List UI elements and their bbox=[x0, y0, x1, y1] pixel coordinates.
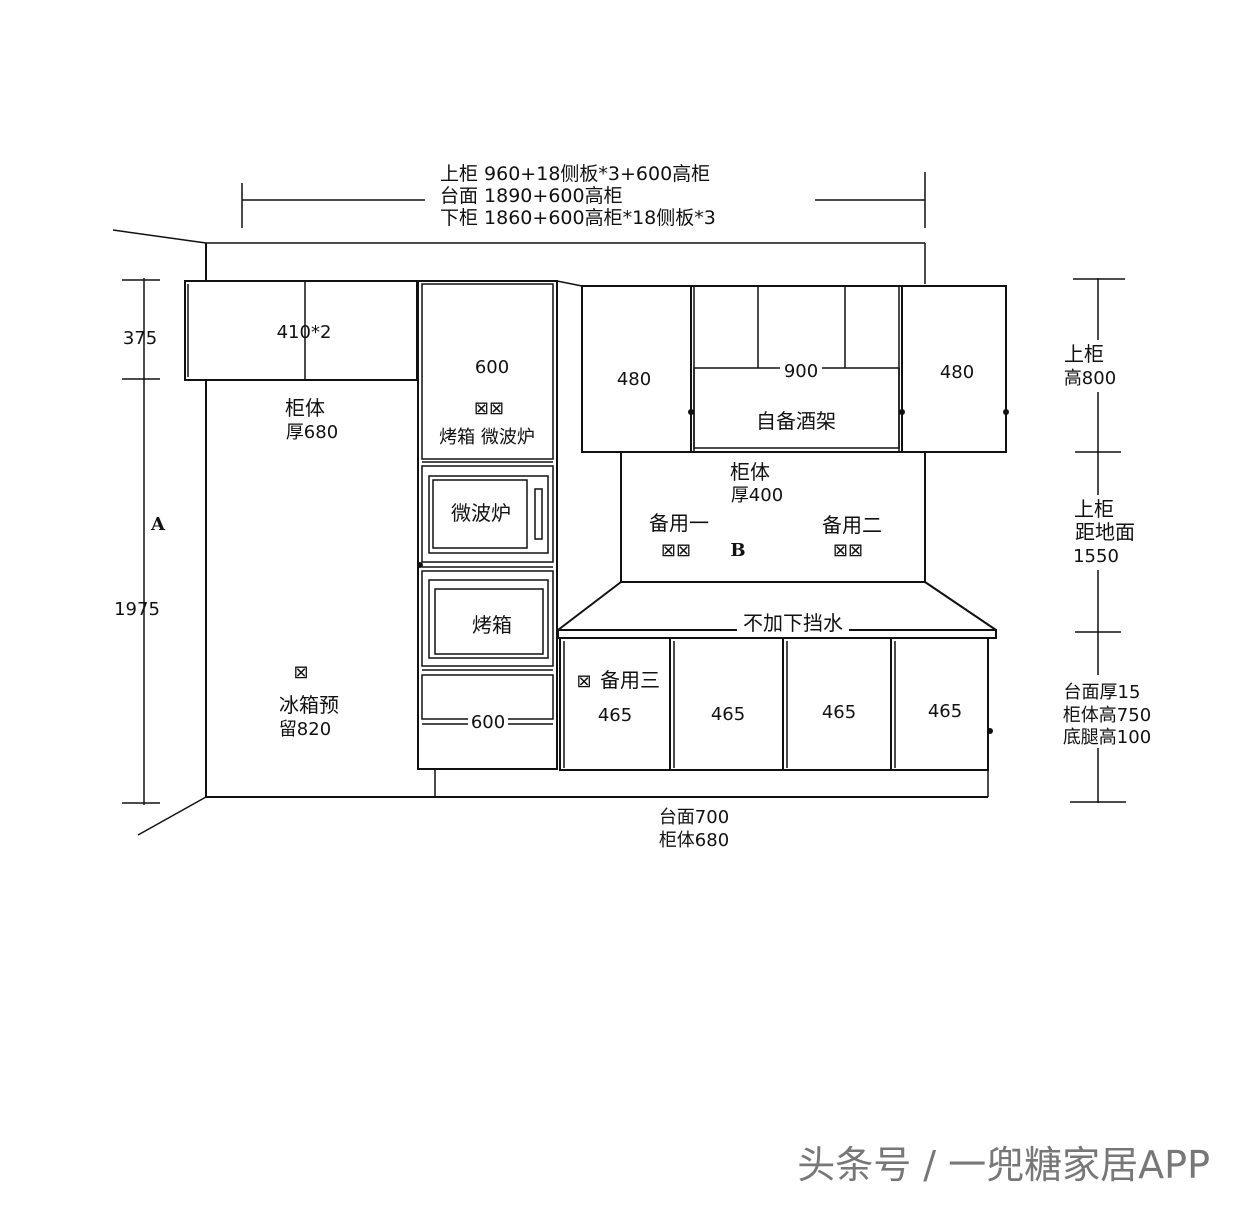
left-dimension-line bbox=[122, 278, 160, 805]
drawer-width: 600 bbox=[471, 712, 505, 733]
base-cabinet-width: 465 bbox=[822, 702, 856, 723]
backsplash-body-label: 柜体 bbox=[730, 460, 770, 484]
spare-socket-2-icons: ⊠⊠ bbox=[833, 540, 863, 561]
spare-socket-2-label: 备用二 bbox=[822, 513, 882, 537]
bottom-note-body-depth: 柜体680 bbox=[659, 830, 729, 851]
upper-cabinets-right bbox=[556, 280, 1009, 453]
dim-total-height: 1975 bbox=[114, 599, 160, 620]
base-cabinet-width: 465 bbox=[598, 705, 632, 726]
tall-socket-icons: ⊠⊠ bbox=[474, 398, 504, 419]
left-body-depth: 厚680 bbox=[286, 422, 338, 443]
spare-socket-3-label: 备用三 bbox=[600, 668, 660, 692]
right-height-value: 1550 bbox=[1073, 546, 1119, 567]
right-base-countertop: 台面厚15 bbox=[1064, 682, 1141, 703]
fridge-socket-icon: ⊠ bbox=[293, 662, 308, 683]
drawer-label-mask bbox=[468, 710, 508, 732]
spare-socket-1-icons: ⊠⊠ bbox=[661, 540, 691, 561]
base-cabinet-width: 465 bbox=[928, 701, 962, 722]
right-base-body: 柜体高750 bbox=[1063, 705, 1151, 726]
top-note-countertop: 台面 1890+600高柜 bbox=[440, 185, 623, 207]
upper-middle-label-mask bbox=[780, 360, 822, 380]
upper-left-width: 480 bbox=[617, 369, 651, 390]
right-height-label-1: 上柜 bbox=[1074, 497, 1114, 521]
right-upper-label: 上柜 bbox=[1064, 342, 1104, 366]
countertop-note: 不加下挡水 bbox=[743, 611, 843, 635]
fridge-reserve: 留820 bbox=[279, 719, 331, 740]
base-cabinets bbox=[559, 637, 993, 771]
right-base-legs: 底腿高100 bbox=[1063, 727, 1151, 748]
tall-socket-label: 烤箱 微波炉 bbox=[439, 427, 535, 448]
bottom-note-countertop-depth: 台面700 bbox=[659, 807, 729, 828]
marker-b: B bbox=[730, 540, 745, 561]
microwave-label: 微波炉 bbox=[451, 501, 511, 525]
marker-a: A bbox=[150, 514, 166, 535]
countertop-note-mask bbox=[737, 612, 849, 634]
plinth bbox=[434, 770, 989, 798]
tall-cabinet-width: 600 bbox=[475, 357, 509, 378]
backsplash-panel bbox=[620, 452, 926, 583]
spare-socket-3-icon: ⊠ bbox=[576, 671, 591, 692]
backsplash-body-depth: 厚400 bbox=[731, 485, 783, 506]
top-note-upper: 上柜 960+18侧板*3+600高柜 bbox=[440, 163, 710, 185]
right-upper-height: 高800 bbox=[1064, 368, 1116, 389]
left-body-label: 柜体 bbox=[285, 396, 325, 420]
top-note-lower: 下柜 1860+600高柜*18侧板*3 bbox=[440, 207, 716, 229]
wall-outline bbox=[112, 229, 926, 836]
right-height-label-2: 距地面 bbox=[1075, 520, 1135, 544]
watermark: 头条号 / 一兜糖家居APP bbox=[797, 1143, 1210, 1187]
right-dimension-line bbox=[1070, 278, 1126, 803]
wine-rack-label: 自备酒架 bbox=[756, 409, 836, 433]
upper-middle-width: 900 bbox=[784, 361, 818, 382]
top-dimension-line bbox=[241, 172, 926, 228]
base-cabinet-width: 465 bbox=[711, 704, 745, 725]
upper-right-width: 480 bbox=[940, 362, 974, 383]
left-upper-size: 410*2 bbox=[277, 322, 332, 343]
dim-upper-height: 375 bbox=[123, 328, 157, 349]
spare-socket-1-label: 备用一 bbox=[649, 511, 709, 535]
tall-appliance-cabinet bbox=[417, 280, 558, 770]
oven-label: 烤箱 bbox=[472, 613, 512, 637]
fridge-label: 冰箱预 bbox=[279, 693, 339, 717]
